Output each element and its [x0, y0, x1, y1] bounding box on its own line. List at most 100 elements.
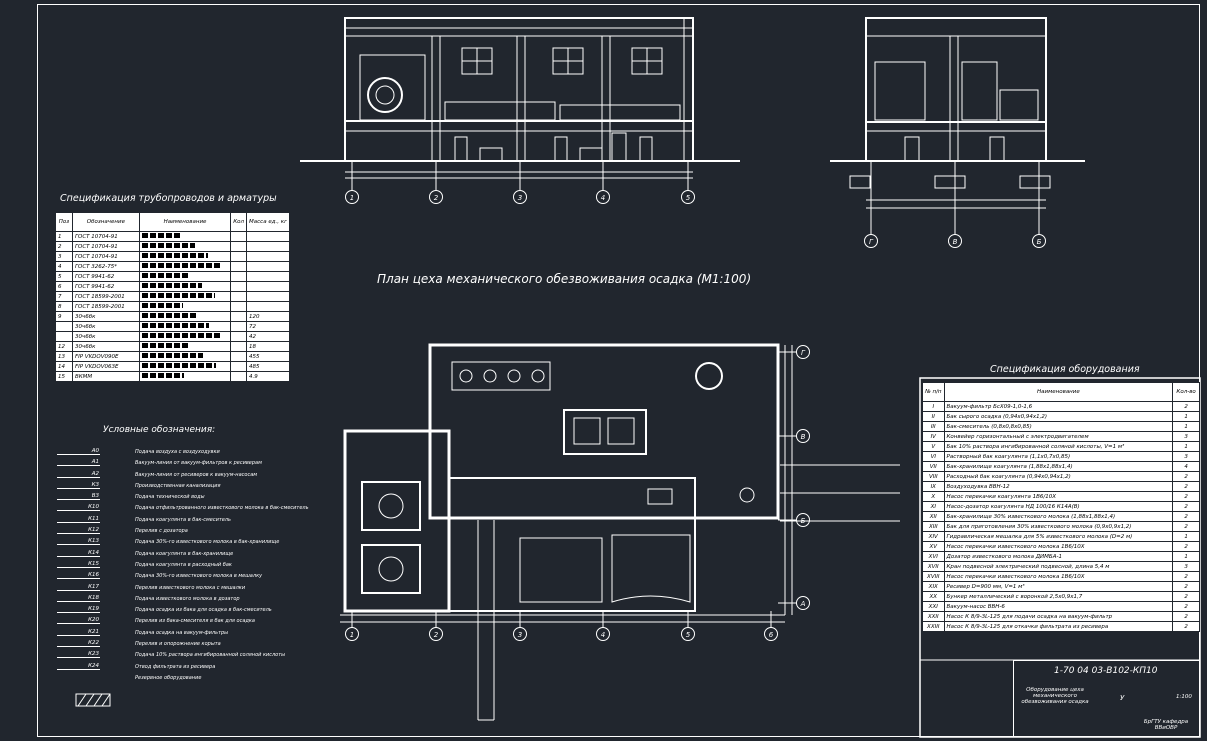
- col-header: № п/п: [922, 382, 945, 402]
- legend-code: К23: [88, 651, 99, 658]
- row-pos: 9: [55, 311, 73, 322]
- row-name: Бак сырого осадка (0,94х0,94х1,2): [943, 411, 1174, 422]
- axis-label: А: [800, 600, 806, 608]
- row-designation: 30ч6бк: [71, 311, 140, 322]
- row-qty: 3: [1172, 431, 1200, 442]
- legend-line: [57, 487, 100, 489]
- row-name-bars: [138, 371, 232, 382]
- row-mass: [246, 281, 290, 292]
- legend-line: [57, 533, 100, 535]
- row-designation: FIP VKDOV063E: [71, 361, 140, 372]
- plan-title: План цеха механического обезвоживания ос…: [377, 272, 752, 286]
- legend-text: Подача отфильтрованного известкового мол…: [135, 505, 309, 512]
- row-qty: [230, 271, 248, 282]
- row-qty: 2: [1172, 541, 1200, 552]
- legend-line: [57, 555, 100, 557]
- row-qty: 2: [1172, 491, 1200, 502]
- row-pos: 6: [55, 281, 73, 292]
- plan: [340, 343, 900, 721]
- row-pos: XVI: [922, 551, 945, 562]
- row-name: Насос К 8/9-3L-125 для подачи осадка на …: [943, 611, 1174, 622]
- row-name: Кран подвесной электрический подвесной, …: [943, 561, 1174, 572]
- row-designation: 30ч6бк: [71, 321, 140, 332]
- row-qty: 2: [1172, 481, 1200, 492]
- row-name: Конвейер горизонтальный с электродвигате…: [943, 431, 1174, 442]
- axis-label: 3: [518, 631, 522, 639]
- row-name-bars: [138, 321, 232, 332]
- legend-line: [57, 521, 100, 523]
- section-1-axes: [345, 161, 695, 204]
- legend-line: [57, 589, 100, 591]
- legend-line: [57, 634, 100, 636]
- legend-code: К22: [88, 640, 99, 647]
- axis-label: 5: [686, 194, 691, 202]
- row-pos: 1: [55, 231, 73, 242]
- axis-label: Г: [869, 238, 874, 246]
- axis-label: 1: [350, 631, 354, 639]
- legend-text: Вакуум-линия от ресиверов к вакуум-насос…: [135, 471, 258, 478]
- row-pos: 3: [55, 251, 73, 262]
- row-mass: 72: [246, 321, 290, 332]
- row-name-bars: [138, 361, 232, 372]
- legend-code: А2: [91, 470, 99, 477]
- row-mass: [246, 231, 290, 242]
- row-name: Ресивер D=900 мм, V=1 м³: [943, 581, 1174, 592]
- legend-text: Перелив с дозатора: [135, 528, 188, 535]
- row-designation: ГОСТ 18599-2001: [71, 301, 140, 312]
- row-pos: VIII: [922, 471, 945, 482]
- row-qty: 2: [1172, 401, 1200, 412]
- legend-text: Подача 30%-го известкового молока в меша…: [135, 573, 263, 580]
- row-name-bars: [138, 261, 232, 272]
- row-qty: 1: [1172, 421, 1200, 432]
- row-qty: 2: [1172, 581, 1200, 592]
- legend-code: К24: [88, 662, 99, 669]
- row-pos: XXII: [922, 611, 945, 622]
- row-pos: IV: [922, 431, 945, 442]
- row-name: Насос К 8/9-3L-125 для откачки фильтрата…: [943, 621, 1174, 632]
- legend-line: [57, 623, 100, 625]
- row-qty: [230, 321, 248, 332]
- legend-line: [57, 566, 100, 568]
- row-pos: IX: [922, 481, 945, 492]
- row-qty: [230, 291, 248, 302]
- row-qty: 1: [1172, 531, 1200, 542]
- row-designation: FIP VKDOV090E: [71, 351, 140, 362]
- col-header: Поз: [55, 212, 73, 232]
- row-name: Бак 10% раствора ингибированной соляной …: [943, 441, 1174, 452]
- row-name: Гидравлическая мешалка для 5% известково…: [943, 531, 1174, 542]
- row-name: Расходный бак коагулянта (0,94х0,94х1,2): [943, 471, 1174, 482]
- row-qty: 2: [1172, 601, 1200, 612]
- row-pos: XV: [922, 541, 945, 552]
- row-designation: ГОСТ 10704-91: [71, 251, 140, 262]
- row-name: Насос-дозатор коагулянта НД 100/16 К14А(…: [943, 501, 1174, 512]
- legend-text: Отвод фильтрата из ресивера: [135, 663, 216, 670]
- row-qty: [230, 261, 248, 272]
- row-pos: 13: [55, 351, 73, 362]
- row-qty: [230, 251, 248, 262]
- legend-text: Подача известкового молока в дозатор: [135, 595, 240, 602]
- row-name: Насос перекачки известкового молока 1В6/…: [943, 571, 1174, 582]
- row-qty: 2: [1172, 611, 1200, 622]
- axis-label: Г: [801, 349, 806, 357]
- axis-label: Б: [1037, 238, 1042, 246]
- row-name: Вакуум-насос ВВН-6: [943, 601, 1174, 612]
- axis-label: 2: [434, 631, 439, 639]
- row-pos: XIX: [922, 581, 945, 592]
- col-header: Наименование: [943, 382, 1174, 402]
- legend-line: [57, 544, 100, 546]
- legend-code: В3: [91, 493, 99, 500]
